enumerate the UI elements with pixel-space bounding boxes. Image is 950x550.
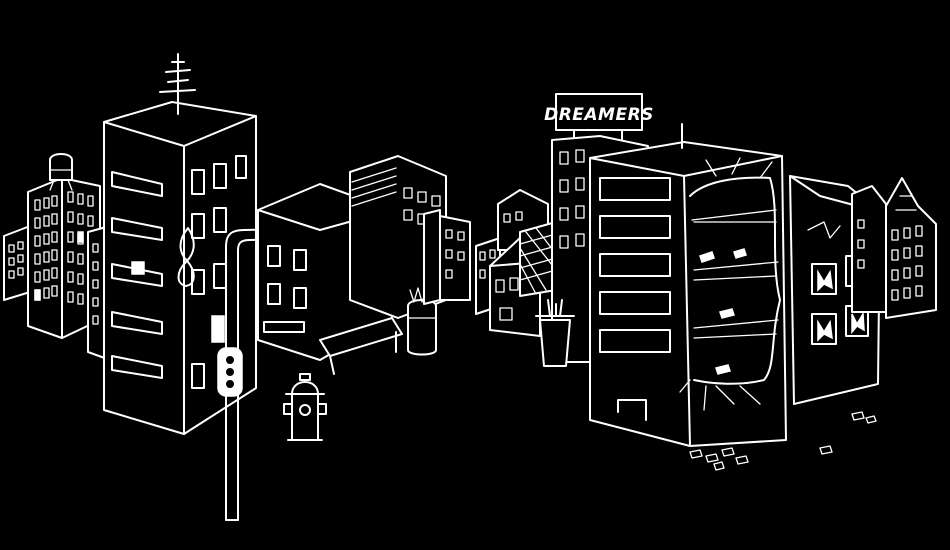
water-tower-building xyxy=(27,153,101,339)
barrel xyxy=(407,285,437,356)
trash-can xyxy=(535,299,575,367)
left-city-block xyxy=(3,53,471,521)
lattice-facade xyxy=(519,221,557,297)
small-back-building xyxy=(439,215,471,301)
far-right-buildings xyxy=(851,177,937,319)
fire-hydrant xyxy=(283,373,327,441)
main-left-tower xyxy=(103,53,257,435)
dreamers-sign-text: DREAMERS xyxy=(544,105,654,125)
dreamers-sign: DREAMERS xyxy=(544,93,654,145)
smokestack xyxy=(423,209,441,305)
far-left-small-building xyxy=(3,225,31,301)
right-city-block: DREAMERS xyxy=(475,93,937,471)
crumbling-building xyxy=(589,123,787,447)
rubble-pile xyxy=(689,411,877,471)
